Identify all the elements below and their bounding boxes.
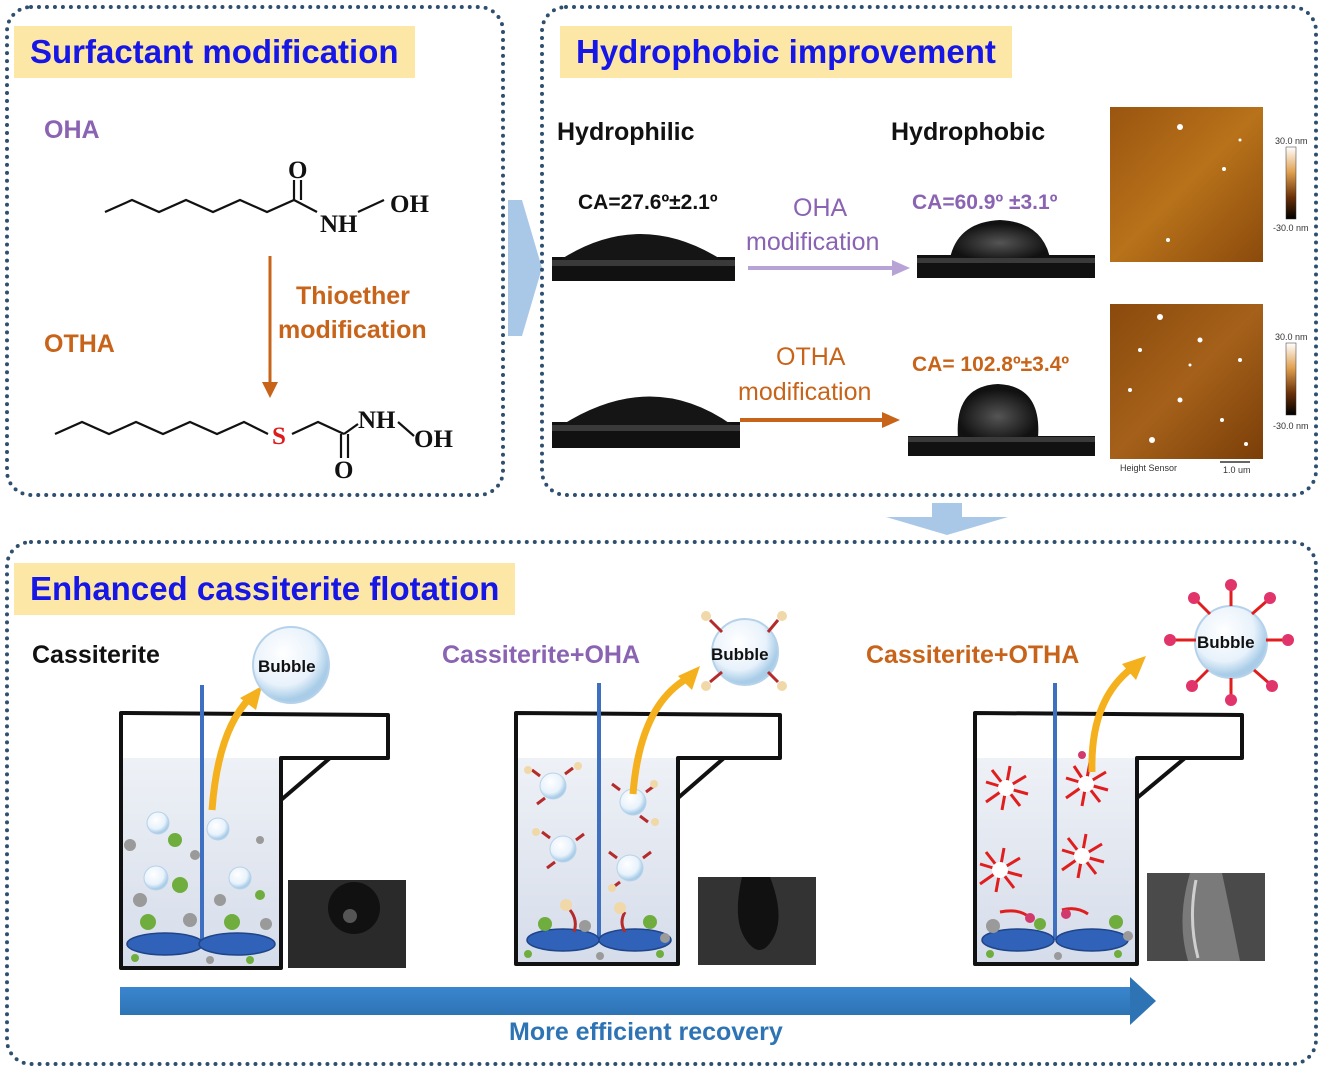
panel-arrow-right xyxy=(508,200,542,336)
thioether-label: Thioether xyxy=(296,282,410,310)
flotation-panel xyxy=(5,540,1318,1066)
surfactant-panel xyxy=(5,5,505,497)
afm-image-oha xyxy=(1110,107,1263,262)
oha-label: OHA xyxy=(44,116,100,144)
cell-cassiterite: Bubble xyxy=(119,626,406,970)
hydrophilic-drop-2 xyxy=(552,396,740,448)
flotation-title: Enhanced cassiterite flotation xyxy=(14,563,516,615)
hydrophilic-label: Hydrophilic xyxy=(557,118,695,146)
ca-oha: CA=60.9º ±3.1º xyxy=(912,191,1058,214)
otha-o-atom: O xyxy=(334,457,353,484)
hydrophobic-panel xyxy=(540,5,1318,497)
flotation-cells: Bubble Bubble xyxy=(119,579,1294,1025)
afm-scale-top-2: 30.0 nm xyxy=(1275,332,1308,342)
oha-mod-label-2: modification xyxy=(746,228,880,256)
afm-scale-bottom-1: -30.0 nm xyxy=(1273,223,1309,233)
bubble-3-label: Bubble xyxy=(1197,633,1255,652)
afm-footer-right: 1.0 um xyxy=(1223,465,1251,475)
hydrophilic-drop-1 xyxy=(552,234,735,281)
oha-o-atom: O xyxy=(288,157,307,184)
otha-drop xyxy=(908,384,1095,456)
cell-cassiterite-oha: Bubble xyxy=(514,611,816,966)
oha-mod-label-1: OHA xyxy=(793,194,848,222)
otha-nh-atom: NH xyxy=(358,407,396,434)
ca-initial: CA=27.6º±2.1º xyxy=(578,191,718,214)
oha-nh-atom: NH xyxy=(320,211,358,238)
recovery-arrow-shaft xyxy=(120,987,1138,1015)
hydrophobic-label: Hydrophobic xyxy=(891,118,1046,146)
oha-drop xyxy=(917,220,1095,278)
bubble-1-label: Bubble xyxy=(258,657,316,676)
oha-oh-atom: OH xyxy=(390,191,429,218)
afm-scalebar-2 xyxy=(1285,342,1297,416)
afm-image-otha xyxy=(1110,304,1263,459)
otha-mod-label-2: modification xyxy=(738,378,872,406)
afm-scale-bottom-2: -30.0 nm xyxy=(1273,421,1309,431)
afm-footer-left: Height Sensor xyxy=(1120,463,1177,473)
cassiterite-otha-label: Cassiterite+OTHA xyxy=(866,641,1080,669)
bubble-1 xyxy=(252,626,330,704)
afm-scale-top-1: 30.0 nm xyxy=(1275,136,1308,146)
otha-s-atom: S xyxy=(272,423,286,450)
otha-label: OTHA xyxy=(44,330,115,358)
panel-arrow-down xyxy=(886,503,1008,535)
cassiterite-oha-label: Cassiterite+OHA xyxy=(442,641,640,669)
afm-scalebar-1 xyxy=(1285,146,1297,220)
otha-oh-atom: OH xyxy=(414,426,453,453)
cassiterite-label: Cassiterite xyxy=(32,641,160,669)
chemical-structures: O NH OH S O NH OH xyxy=(54,157,453,484)
cell-cassiterite-otha: Bubble xyxy=(973,579,1294,966)
otha-mod-label-1: OTHA xyxy=(776,343,846,371)
bubble-2 xyxy=(711,618,779,686)
recovery-arrow-head xyxy=(1130,977,1156,1025)
surfactant-title: Surfactant modification xyxy=(14,26,415,78)
hydrophobic-title: Hydrophobic improvement xyxy=(560,26,1012,78)
bubble-2-label: Bubble xyxy=(711,645,769,664)
modification-label: modification xyxy=(278,316,427,344)
recovery-label: More efficient recovery xyxy=(509,1018,783,1046)
contact-angle-images: 30.0 nm -30.0 nm 30.0 nm -30.0 nm Height… xyxy=(552,107,1309,475)
ca-otha: CA= 102.8º±3.4º xyxy=(912,353,1070,376)
